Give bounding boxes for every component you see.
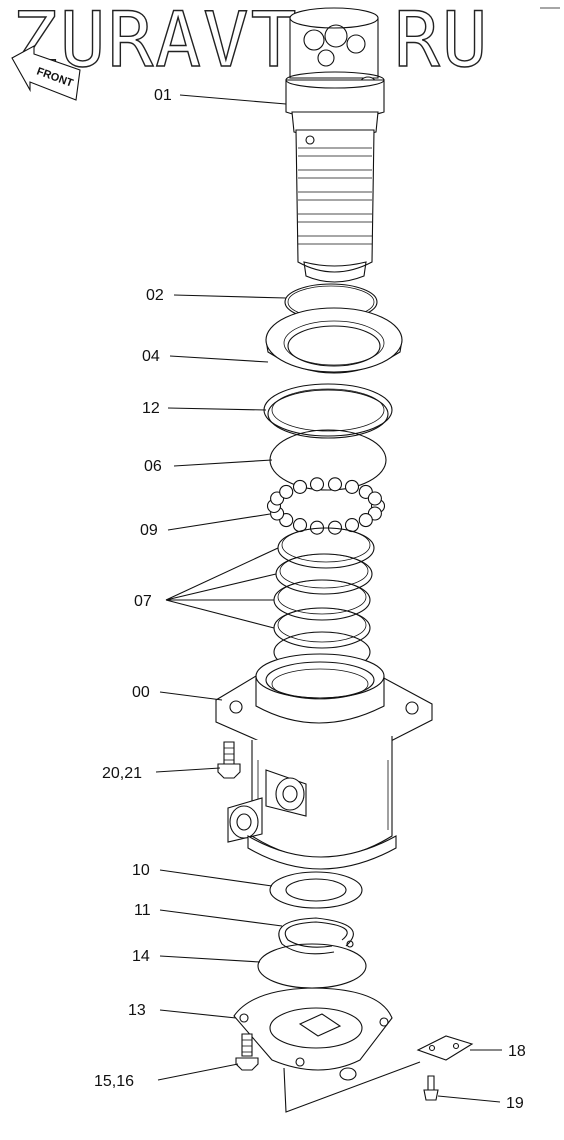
callout-02: 02 [146, 287, 164, 304]
callout-13: 13 [128, 1002, 146, 1019]
watermark-text: ZURAVTO.RU [12, 0, 490, 84]
callout-06: 06 [144, 458, 162, 475]
part-07-ring-stack [273, 527, 375, 673]
callout-12: 12 [142, 400, 160, 417]
steel-ball [279, 484, 294, 499]
callout-10: 10 [132, 862, 150, 879]
steel-ball [292, 479, 308, 494]
part-04-thrust-plate [265, 307, 403, 374]
callout-04: 04 [142, 348, 160, 365]
steel-ball [344, 479, 360, 494]
callout-19: 19 [506, 1095, 524, 1112]
steel-ball [358, 513, 373, 528]
front-arrow-icon: FRONT [11, 45, 81, 101]
callout-18: 18 [508, 1043, 526, 1060]
part-06-o-ring [269, 429, 387, 491]
part-18-plate [416, 1035, 474, 1061]
callout-14: 14 [132, 948, 150, 965]
part-20-21-bolt [217, 741, 241, 779]
part-11-snap-ring [278, 917, 354, 955]
part-19-screw [423, 1075, 439, 1101]
leader-lines [155, 94, 502, 1103]
callout-00: 00 [132, 684, 150, 701]
callout-01: 01 [154, 87, 172, 104]
part-09-steel-balls [266, 477, 386, 535]
assembly-bracket [283, 1061, 421, 1113]
steel-ball [309, 477, 325, 492]
callout-07: 07 [134, 593, 152, 610]
steel-ball [327, 477, 343, 492]
callout-09: 09 [140, 522, 158, 539]
part-10-washer [269, 871, 363, 909]
callout-15-16: 15,16 [94, 1073, 134, 1090]
part-01-center-shaft [285, 7, 385, 283]
callout-20-21: 20,21 [102, 765, 142, 782]
part-00-body-housing [215, 653, 433, 870]
callout-11: 11 [134, 902, 151, 919]
steel-ball [367, 491, 382, 506]
part-13-cover [233, 987, 393, 1081]
part-14-o-ring [257, 943, 367, 989]
